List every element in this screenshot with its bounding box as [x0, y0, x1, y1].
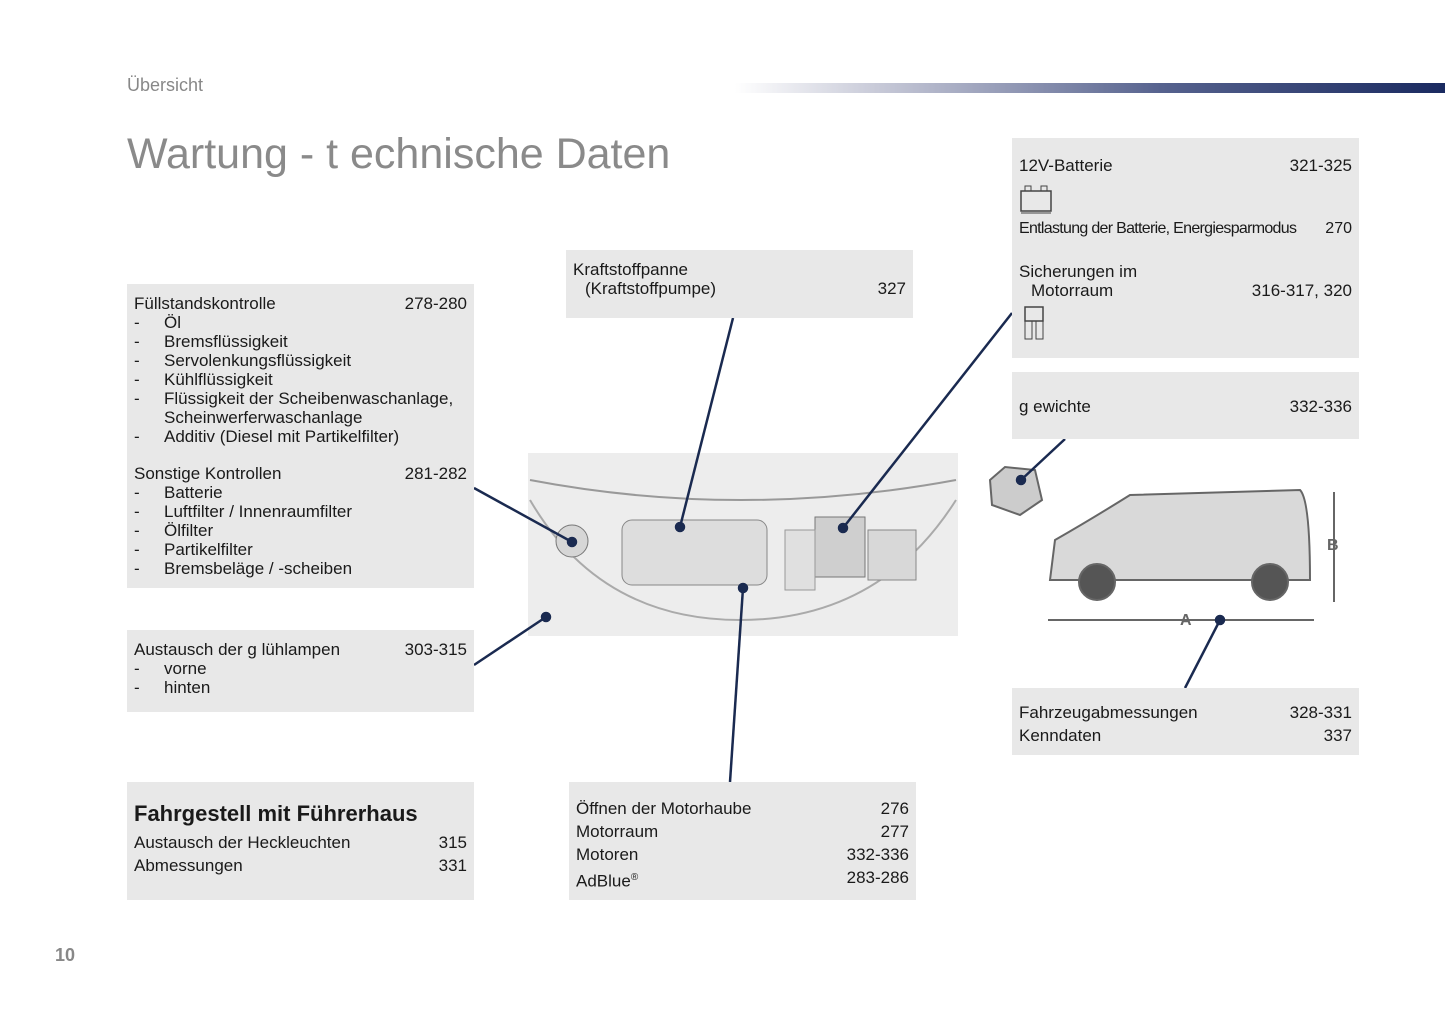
list-item: Bremsflüssigkeit [164, 332, 288, 351]
other-checks-title: Sonstige Kontrollen [134, 464, 282, 483]
dimensions-pages: 328-331 [1289, 703, 1352, 722]
van-illustration [988, 465, 1335, 621]
list-item: Partikelfilter [164, 540, 253, 559]
bonnet-pages: 332-336 [846, 845, 909, 864]
chassis-label: Austausch der Heckleuchten [134, 833, 351, 852]
fluid-check-pages: 278-280 [404, 294, 467, 313]
dimension-a-label: A [1180, 612, 1192, 629]
list-item: Flüssigkeit der Scheibenwaschanlage, [164, 389, 454, 408]
list-item: Ölfilter [164, 521, 214, 540]
list-item: Batterie [164, 483, 223, 502]
page-title: Wartung - t echnische Daten [127, 130, 671, 178]
dimensions-label: Kenndaten [1019, 726, 1102, 745]
registered-mark: ® [630, 872, 639, 883]
fuel-pump-pages: 327 [877, 279, 906, 298]
fuel-pump-subtitle: (Kraftstoffpumpe) [585, 279, 717, 298]
battery-relief-pages: 270 [1325, 220, 1352, 237]
list-item: Additiv (Diesel mit Partikelfilter) [164, 427, 400, 446]
bulbs-title: Austausch der g lühlampen [134, 640, 341, 659]
other-checks-pages: 281-282 [404, 464, 467, 483]
bonnet-pages: 276 [880, 799, 909, 818]
page-number: 10 [55, 945, 76, 965]
bonnet-pages: 283-286 [846, 868, 909, 887]
battery-icon [1019, 183, 1052, 214]
chassis-label: Abmessungen [134, 856, 243, 875]
bonnet-pages: 277 [880, 822, 909, 841]
bonnet-label: Öffnen der Motorhaube [576, 799, 752, 818]
battery-box: 12V-Batterie 321-325 Entlastung der Batte… [1012, 138, 1359, 358]
list-item: Luftfilter / Innenraumfilter [164, 502, 353, 521]
bonnet-box: Öffnen der Motorhaube 276 Motorraum 277 Mo… [569, 782, 916, 900]
fluid-check-title: Füllstandskontrolle [134, 294, 276, 313]
fuse-icon [1019, 304, 1352, 348]
fuel-pump-title: Kraftstoffpanne [573, 260, 688, 279]
chassis-box: Fahrgestell mit Führerhaus Austausch der… [127, 782, 474, 900]
list-item: Scheinwerferwaschanlage [164, 408, 363, 427]
weights-box: g ewichte 332-336 [1012, 372, 1359, 439]
chassis-title: Fahrgestell mit Führerhaus [134, 801, 418, 826]
fuel-pump-box: Kraftstoffpanne (Kraftstoffpumpe) 327 [566, 250, 913, 318]
section-label: Übersicht [127, 75, 204, 95]
bonnet-label: AdBlue [576, 871, 631, 891]
dimension-b-label: B [1327, 537, 1339, 554]
chassis-pages: 331 [438, 856, 467, 875]
weights-title: g ewichte [1019, 397, 1091, 416]
battery-pages: 321-325 [1289, 156, 1352, 175]
leader-lines [473, 312, 1226, 783]
list-item: Öl [164, 313, 181, 332]
bonnet-label: Motoren [576, 845, 639, 864]
weights-pages: 332-336 [1289, 397, 1352, 416]
battery-relief-label: Entlastung der Batterie, Energiesparmodu… [1019, 220, 1297, 237]
list-item: vorne [164, 659, 207, 678]
chassis-pages: 315 [438, 833, 467, 852]
dimensions-label: Fahrzeugabmessungen [1019, 703, 1198, 722]
list-item: Servolenkungsflüssigkeit [164, 351, 352, 370]
header-bar [735, 83, 1445, 93]
list-item: hinten [164, 678, 211, 697]
dimensions-pages: 337 [1323, 726, 1352, 745]
list-item: Bremsbeläge / -scheiben [164, 559, 353, 578]
list-item: Kühlflüssigkeit [164, 370, 273, 389]
fuses-title: Sicherungen im [1019, 262, 1138, 281]
battery-title: 12V-Batterie [1019, 156, 1113, 175]
engine-illustration [528, 453, 958, 636]
bulbs-pages: 303-315 [404, 640, 467, 659]
fuses-subtitle: Motorraum [1031, 281, 1114, 300]
fuses-pages: 316-317, 320 [1251, 281, 1352, 300]
bonnet-label: Motorraum [576, 822, 659, 841]
dimensions-box: Fahrzeugabmessungen 328-331 Kenndaten 337 [1012, 688, 1359, 755]
